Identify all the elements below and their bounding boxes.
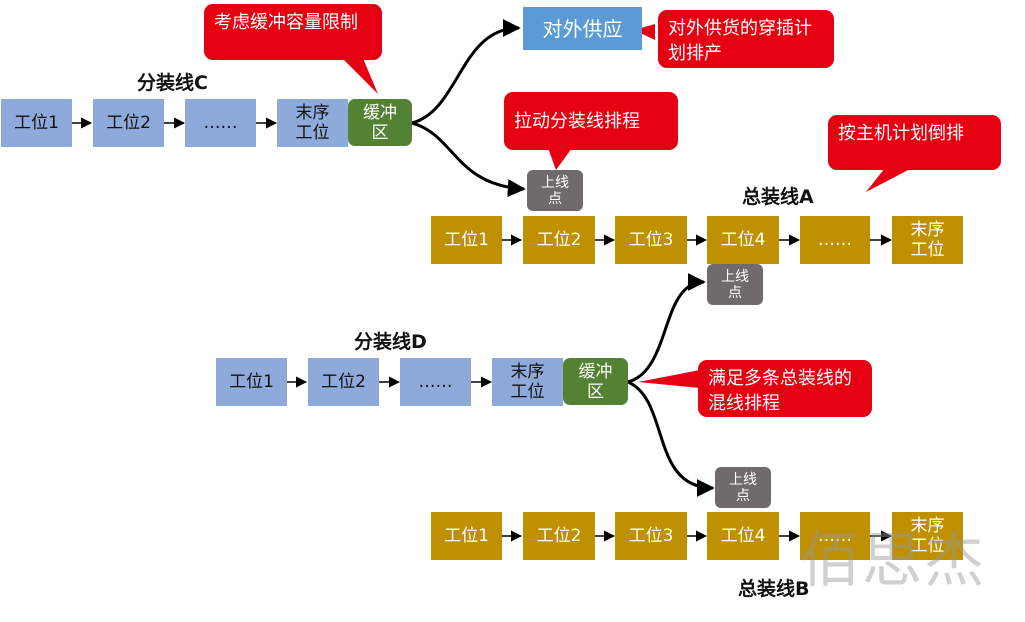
feed-point-b[interactable]: 上线 点 [715,467,771,508]
line-d-station-2[interactable]: 工位2 [308,358,379,406]
line-b-station-2[interactable]: 工位2 [523,512,595,560]
line-d-title: 分装线D [354,331,427,353]
callout-pointer [340,56,378,94]
line-a-station-last[interactable]: 末序 工位 [892,216,963,264]
callout-pointer [866,168,912,192]
line-d-station-1[interactable]: 工位1 [216,358,287,406]
line-b-title: 总装线B [738,578,810,600]
line-a-station-4[interactable]: 工位4 [707,216,779,264]
callout-mixed-line: 满足多条总装线的混线排程 [698,360,872,417]
branch-arrow-to-external [411,19,521,125]
feed-point-a[interactable]: 上线 点 [527,170,583,211]
line-a-station-ellipsis[interactable]: …… [800,216,870,264]
callout-pointer [634,24,655,40]
callout-external-plan: 对外供货的穿插计划排产 [658,10,834,68]
line-b-station-4[interactable]: 工位4 [707,512,779,560]
line-b-station-1[interactable]: 工位1 [431,512,502,560]
line-a-station-1[interactable]: 工位1 [431,216,502,264]
line-c-station-ellipsis[interactable]: …… [185,99,256,147]
branch-arrow-to-feed-point-b [627,380,715,497]
watermark-text: 佰思杰 [800,526,986,596]
line-b-station-3[interactable]: 工位3 [615,512,687,560]
callout-buffer-limit: 考虑缓冲容量限制 [204,4,382,60]
line-b-station-last[interactable]: 末序 工位 [892,512,963,560]
branch-arrow-to-feed-point-a [411,121,526,198]
line-d-station-ellipsis[interactable]: …… [400,358,471,406]
line-a-station-3[interactable]: 工位3 [615,216,687,264]
callout-host-plan: 按主机计划倒排 [828,115,1001,170]
line-b-station-ellipsis[interactable]: …… [800,512,870,560]
line-c-station-2[interactable]: 工位2 [93,99,164,147]
feed-point-a2[interactable]: 上线 点 [707,264,763,305]
callout-pointer [638,370,700,388]
line-a-title: 总装线A [742,186,814,208]
callout-pointer [548,148,572,170]
line-d-station-last[interactable]: 末序 工位 [492,358,563,406]
branch-arrow-to-feed-point-a2 [627,273,706,384]
line-a-station-2[interactable]: 工位2 [523,216,595,264]
line-d-buffer[interactable]: 缓冲 区 [563,358,628,405]
line-c-title: 分装线C [137,72,208,94]
external-supply-box[interactable]: 对外供应 [523,7,642,50]
line-c-station-last[interactable]: 末序 工位 [277,99,348,147]
line-c-station-1[interactable]: 工位1 [1,99,72,147]
callout-pull-schedule: 拉动分装线排程 [504,92,678,150]
line-c-buffer[interactable]: 缓冲 区 [348,99,412,146]
